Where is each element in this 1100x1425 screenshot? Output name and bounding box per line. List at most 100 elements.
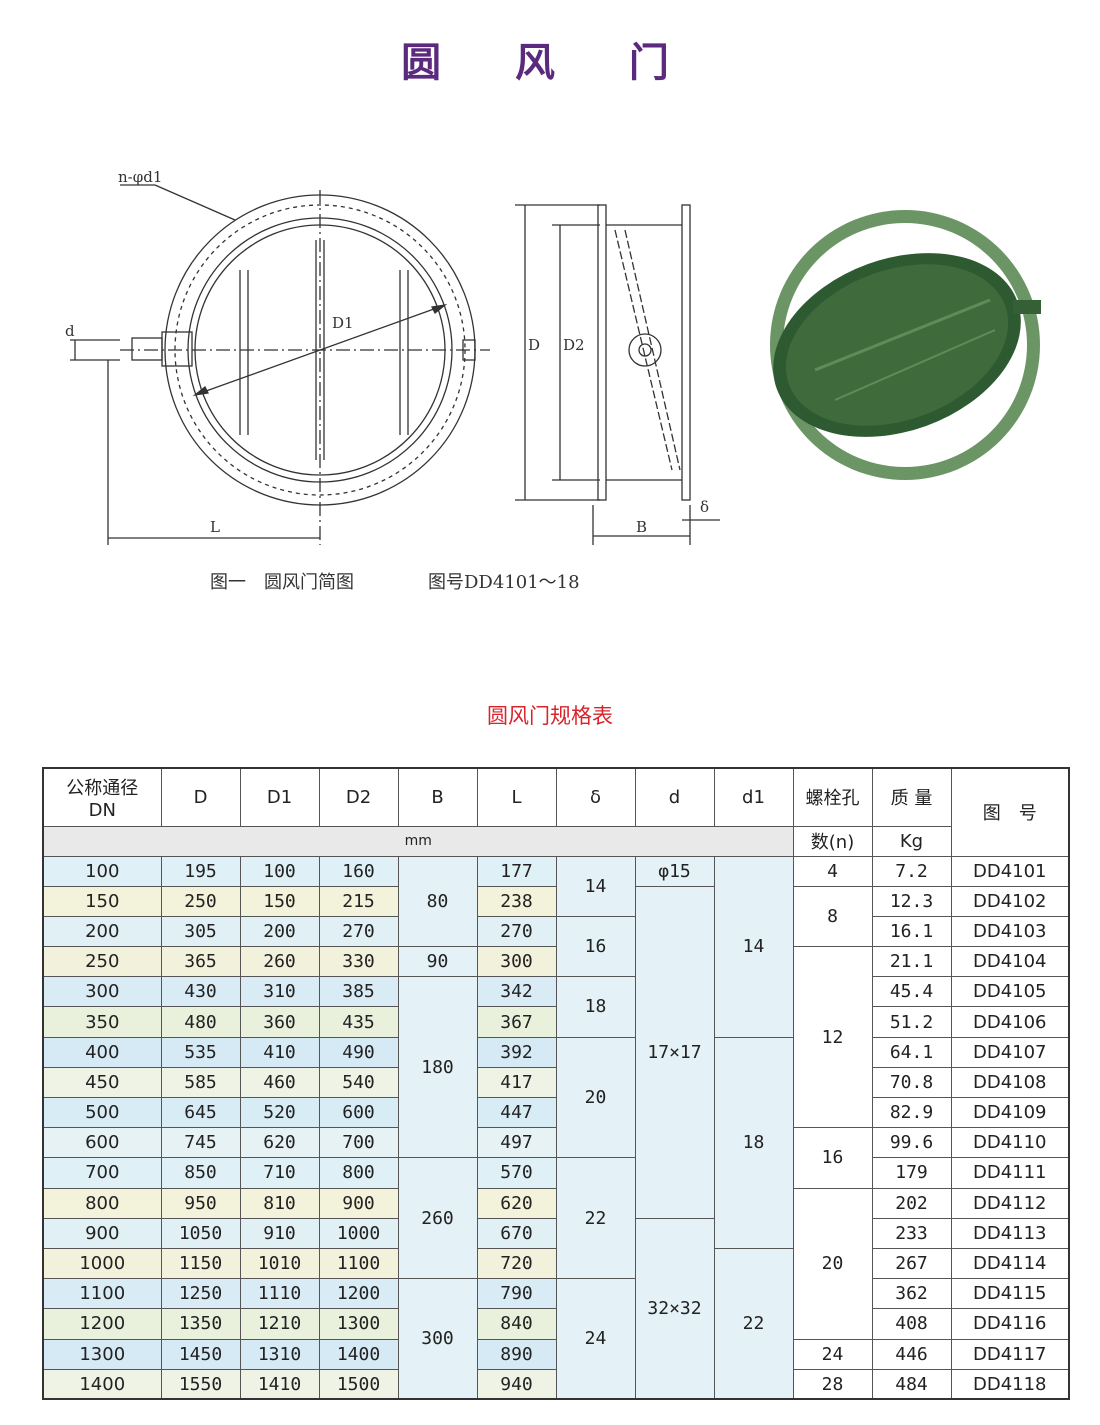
cell-D: 480 xyxy=(160,1006,241,1038)
cell-L: 890 xyxy=(476,1338,557,1370)
cell-D2: 1100 xyxy=(318,1247,399,1280)
cell-dn: 400 xyxy=(42,1036,162,1068)
cell-D2: 330 xyxy=(318,946,399,978)
cell-D2: 1200 xyxy=(318,1278,399,1310)
unit-mm: mm xyxy=(42,825,794,857)
D-label: D xyxy=(528,336,540,354)
cell-drawing-no: DD4105 xyxy=(950,976,1070,1008)
cell-D: 1350 xyxy=(160,1308,241,1340)
unit-row: mm 数(n) Kg xyxy=(42,825,1069,857)
cell-D2: 1500 xyxy=(318,1368,399,1400)
cell-D: 645 xyxy=(160,1096,241,1129)
col-bolt-holes-n: 数(n) xyxy=(792,825,873,857)
cell-weight: 45.4 xyxy=(871,976,952,1008)
cell-dn: 500 xyxy=(42,1096,162,1129)
cell-drawing-no: DD4107 xyxy=(950,1036,1070,1068)
cell-D: 1050 xyxy=(160,1217,241,1249)
cell-D: 850 xyxy=(160,1157,241,1189)
cell-L: 177 xyxy=(476,855,557,887)
cell-B: 260 xyxy=(397,1157,478,1280)
cell-D2: 1400 xyxy=(318,1338,399,1370)
cell-n: 8 xyxy=(792,885,873,948)
col-d: d xyxy=(634,767,715,827)
cell-dn: 450 xyxy=(42,1066,162,1099)
cell-n: 4 xyxy=(792,855,873,887)
col-delta: δ xyxy=(555,767,636,827)
cell-d: 17×17 xyxy=(634,885,715,1219)
delta-label: δ xyxy=(700,498,709,516)
cell-weight: 484 xyxy=(871,1368,952,1400)
col-D2: D2 xyxy=(318,767,399,827)
cell-L: 367 xyxy=(476,1006,557,1038)
technical-drawing: n-φd1 d D1 L D D2 B δ xyxy=(65,168,720,545)
cell-delta: 20 xyxy=(555,1036,636,1159)
cell-weight: 408 xyxy=(871,1308,952,1340)
cell-dn: 1100 xyxy=(42,1278,162,1310)
cell-D: 250 xyxy=(160,885,241,917)
cell-dn: 300 xyxy=(42,976,162,1008)
cell-D1: 620 xyxy=(239,1127,320,1159)
cell-L: 790 xyxy=(476,1278,557,1310)
cell-D1: 310 xyxy=(239,976,320,1008)
cell-drawing-no: DD4111 xyxy=(950,1157,1070,1189)
cell-dn: 1200 xyxy=(42,1308,162,1340)
figure-caption: 图一 圆风门简图 xyxy=(210,572,354,593)
cell-L: 620 xyxy=(476,1187,557,1219)
cell-weight: 179 xyxy=(871,1157,952,1189)
L-label: L xyxy=(210,518,220,536)
cell-drawing-no: DD4102 xyxy=(950,885,1070,917)
cell-drawing-no: DD4115 xyxy=(950,1278,1070,1310)
cell-weight: 267 xyxy=(871,1247,952,1280)
cell-L: 670 xyxy=(476,1217,557,1249)
cell-D1: 520 xyxy=(239,1096,320,1129)
cell-drawing-no: DD4101 xyxy=(950,855,1070,887)
cell-D2: 385 xyxy=(318,976,399,1008)
cell-L: 238 xyxy=(476,885,557,917)
cell-delta: 14 xyxy=(555,855,636,917)
cell-dn: 1000 xyxy=(42,1247,162,1280)
cell-dn: 1300 xyxy=(42,1338,162,1370)
cell-drawing-no: DD4114 xyxy=(950,1247,1070,1280)
col-bolt-holes: 螺栓孔 xyxy=(792,767,873,827)
cell-D1: 410 xyxy=(239,1036,320,1068)
cell-n: 20 xyxy=(792,1187,873,1340)
cell-dn: 150 xyxy=(42,885,162,917)
cell-weight: 51.2 xyxy=(871,1006,952,1038)
bolt-hole-label: n-φd1 xyxy=(118,168,162,186)
cell-D1: 200 xyxy=(239,915,320,948)
drawing-number: 图号DD4101～18 xyxy=(428,572,580,593)
cell-weight: 16.1 xyxy=(871,915,952,948)
cell-weight: 21.1 xyxy=(871,946,952,978)
cell-D: 585 xyxy=(160,1066,241,1099)
cell-L: 417 xyxy=(476,1066,557,1099)
cell-D1: 100 xyxy=(239,855,320,887)
D1-label: D1 xyxy=(332,314,354,332)
cell-D1: 260 xyxy=(239,946,320,978)
cell-D1: 460 xyxy=(239,1066,320,1099)
cell-weight: 202 xyxy=(871,1187,952,1219)
table-title: 圆风门规格表 xyxy=(487,704,613,728)
cell-D: 950 xyxy=(160,1187,241,1219)
cell-n: 28 xyxy=(792,1368,873,1400)
cell-drawing-no: DD4109 xyxy=(950,1096,1070,1129)
cell-D1: 1410 xyxy=(239,1368,320,1400)
cell-D2: 1300 xyxy=(318,1308,399,1340)
cell-drawing-no: DD4113 xyxy=(950,1217,1070,1249)
B-label: B xyxy=(636,518,647,536)
cell-D: 535 xyxy=(160,1036,241,1068)
cell-D1: 1010 xyxy=(239,1247,320,1280)
cell-drawing-no: DD4116 xyxy=(950,1308,1070,1340)
cell-D2: 215 xyxy=(318,885,399,917)
cell-weight: 99.6 xyxy=(871,1127,952,1159)
page-title: 圆 风 门 xyxy=(401,40,699,86)
cell-d1: 22 xyxy=(713,1247,794,1400)
